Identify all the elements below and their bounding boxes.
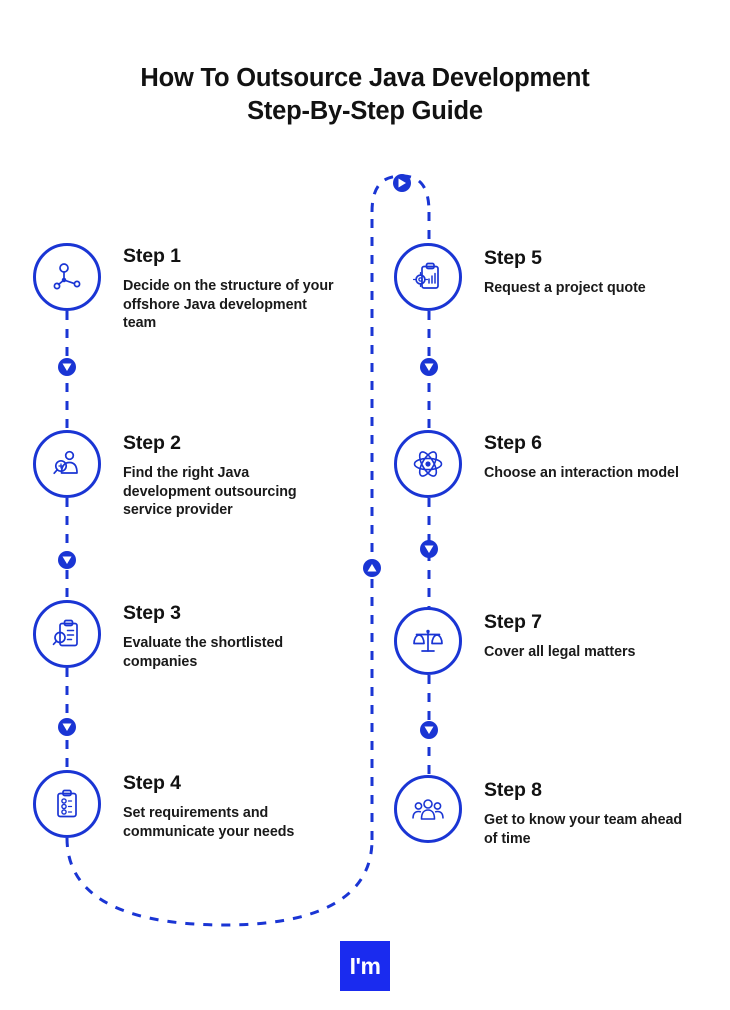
step-3-description: Evaluate the shortlisted companies [123, 635, 284, 670]
step-7-description: Cover all legal matters [484, 644, 636, 660]
clipboard-chart-gear-icon [411, 260, 445, 294]
step-1-text: Step 1 Decide on the structure of your o… [123, 243, 338, 333]
step-6-text: Step 6 Choose an interaction model [484, 430, 679, 483]
arrow-marker-down-left-3 [58, 718, 76, 736]
step-4-circle [33, 770, 101, 838]
step-5-label: Step 5 [484, 247, 542, 269]
step-6-label: Step 6 [484, 432, 542, 454]
step-8-text: Step 8 Get to know your team ahead of ti… [484, 775, 699, 848]
arrow-marker-down-right-3 [420, 721, 438, 739]
scales-of-justice-icon [411, 624, 445, 658]
step-5-text: Step 5 Request a project quote [484, 243, 646, 298]
brand-logo-text: I'm [349, 952, 381, 979]
step-item-3[interactable]: Step 3 Evaluate the shortlisted companie… [33, 600, 338, 671]
step-4-text: Step 4 Set requirements and communicate … [123, 770, 338, 841]
step-item-1[interactable]: Step 1 Decide on the structure of your o… [33, 243, 338, 333]
arrow-marker-down-left-2 [58, 551, 76, 569]
people-group-icon [411, 792, 445, 826]
step-3-text: Step 3 Evaluate the shortlisted companie… [123, 600, 338, 671]
arrow-marker-down-left-1 [58, 358, 76, 376]
step-1-label: Step 1 [123, 245, 181, 267]
network-nodes-icon [50, 260, 84, 294]
arrow-marker-up-center [363, 559, 381, 577]
connector-bottom-curve [65, 837, 374, 927]
step-8-description: Get to know your team ahead of time [484, 812, 683, 847]
step-4-label: Step 4 [123, 772, 181, 794]
step-8-label: Step 8 [484, 779, 542, 801]
connector-top-arch [370, 174, 431, 213]
step-7-circle [394, 607, 462, 675]
arrow-marker-down-right-2 [420, 540, 438, 558]
step-item-6[interactable]: Step 6 Choose an interaction model [394, 430, 679, 498]
step-2-label: Step 2 [123, 432, 181, 454]
step-7-label: Step 7 [484, 611, 542, 633]
page-title: How To Outsource Java Development Step-B… [0, 62, 730, 128]
step-2-circle [33, 430, 101, 498]
brand-logo[interactable]: I'm [340, 941, 390, 991]
arrow-marker-down-right-1 [420, 358, 438, 376]
step-item-7[interactable]: Step 7 Cover all legal matters [394, 607, 635, 675]
step-2-description: Find the right Java development outsourc… [123, 465, 297, 518]
step-5-circle [394, 243, 462, 311]
step-item-4[interactable]: Step 4 Set requirements and communicate … [33, 770, 338, 841]
step-8-circle [394, 775, 462, 843]
person-search-icon [50, 447, 84, 481]
step-6-circle [394, 430, 462, 498]
step-3-circle [33, 600, 101, 668]
clipboard-magnifier-icon [50, 617, 84, 651]
step-item-8[interactable]: Step 8 Get to know your team ahead of ti… [394, 775, 699, 848]
step-7-text: Step 7 Cover all legal matters [484, 607, 635, 662]
step-item-2[interactable]: Step 2 Find the right Java development o… [33, 430, 338, 520]
step-5-description: Request a project quote [484, 280, 646, 296]
arrow-marker-right-top-arch [393, 174, 411, 192]
title-line-2: Step-By-Step Guide [247, 97, 483, 125]
step-6-description: Choose an interaction model [484, 465, 679, 481]
step-1-description: Decide on the structure of your offshore… [123, 278, 334, 331]
atom-icon [411, 447, 445, 481]
step-4-description: Set requirements and communicate your ne… [123, 805, 295, 840]
step-1-circle [33, 243, 101, 311]
step-3-label: Step 3 [123, 602, 181, 624]
step-item-5[interactable]: Step 5 Request a project quote [394, 243, 646, 311]
step-2-text: Step 2 Find the right Java development o… [123, 430, 338, 520]
title-line-1: How To Outsource Java Development [140, 64, 590, 92]
clipboard-checklist-icon [50, 787, 84, 821]
